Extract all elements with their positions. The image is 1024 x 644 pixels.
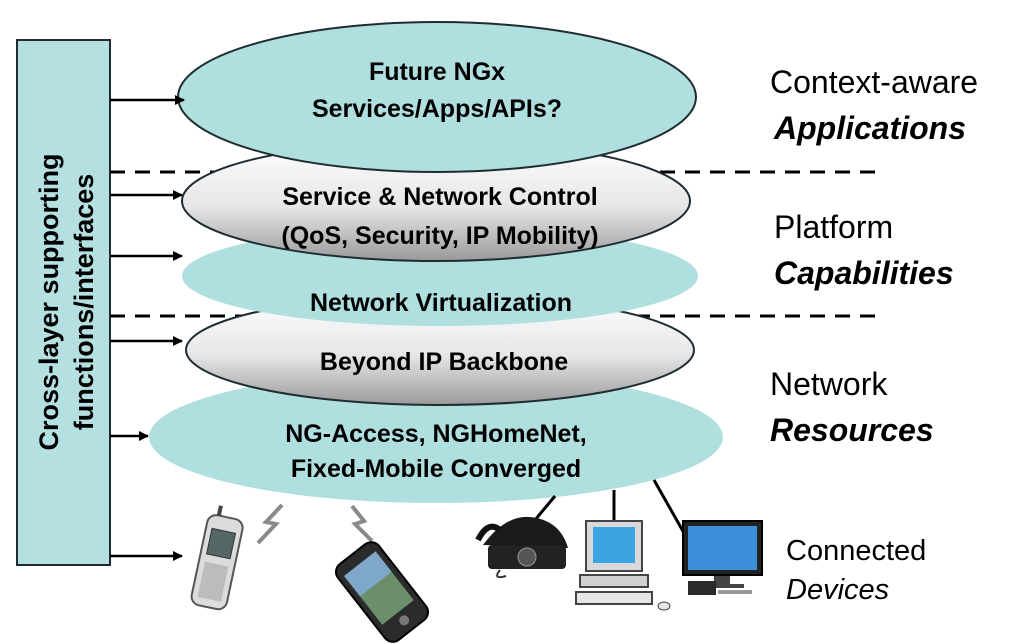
side-label-capabilities: Platform Capabilities <box>774 209 954 291</box>
sidebar-label-line1: Cross-layer supporting <box>34 153 64 450</box>
side-label-capabilities-emph: Capabilities <box>774 255 954 291</box>
monitor-computer-icon <box>682 520 763 595</box>
side-label-devices: Connected Devices <box>786 535 926 606</box>
layer-virtualization-label: Network Virtualization <box>310 289 572 317</box>
side-label-capabilities-plain: Platform <box>774 209 893 245</box>
telephone-icon <box>475 516 568 579</box>
cross-layer-sidebar: Cross-layer supporting functions/interfa… <box>16 39 111 566</box>
layer-access-line2: Fixed-Mobile Converged <box>291 455 581 483</box>
desktop-computer-icon <box>575 520 671 611</box>
layer-applications-line1: Future NGx <box>369 58 505 86</box>
layer-service-control: Service & Network Control (QoS, Security… <box>181 140 691 262</box>
side-label-resources: Network Resources <box>770 366 934 448</box>
layer-applications-line2: Services/Apps/APIs? <box>312 95 562 123</box>
side-label-applications-emph: Applications <box>773 110 966 146</box>
sidebar-label-line2: functions/interfaces <box>69 174 99 431</box>
side-label-devices-plain: Connected <box>786 535 926 567</box>
layer-service-control-line2: (QoS, Security, IP Mobility) <box>281 222 598 250</box>
side-label-resources-plain: Network <box>770 366 888 402</box>
layer-service-control-line1: Service & Network Control <box>282 183 597 211</box>
wireless-signal-icon <box>256 503 374 545</box>
feature-phone-icon <box>190 505 244 611</box>
sidebar-arrows <box>110 95 185 561</box>
side-label-devices-emph: Devices <box>786 574 889 606</box>
layer-access-line1: NG-Access, NGHomeNet, <box>285 420 586 448</box>
layer-backbone-label: Beyond IP Backbone <box>320 348 568 376</box>
layer-access: NG-Access, NGHomeNet, Fixed-Mobile Conve… <box>149 371 723 503</box>
side-label-resources-emph: Resources <box>770 412 934 448</box>
side-label-applications-plain: Context-aware <box>770 64 978 100</box>
smartphone-icon <box>334 541 430 643</box>
side-label-applications: Context-aware Applications <box>770 64 978 146</box>
layer-backbone: Beyond IP Backbone <box>185 294 695 406</box>
layer-applications: Future NGx Services/Apps/APIs? <box>177 21 697 173</box>
